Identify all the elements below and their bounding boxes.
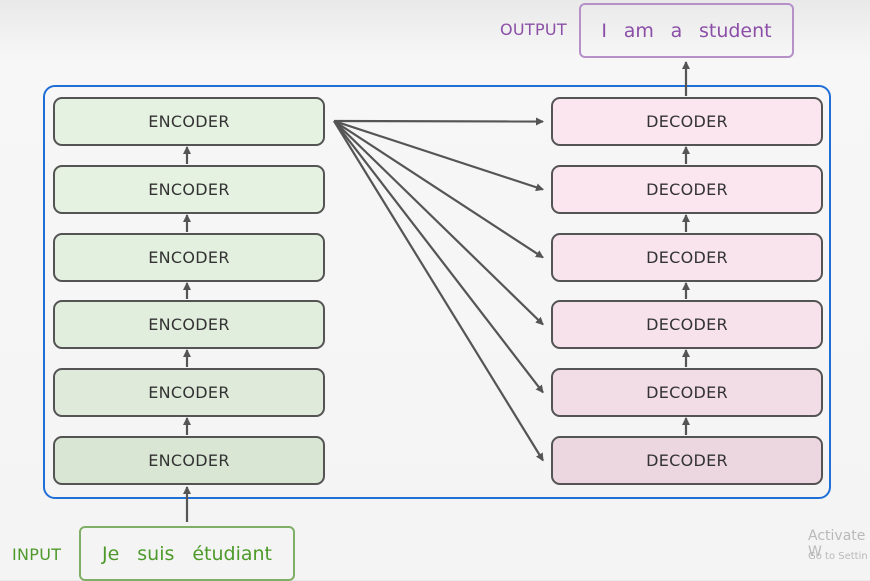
input-word: Je bbox=[101, 542, 120, 565]
encoder-block-3: ENCODER bbox=[53, 300, 325, 349]
decoder-block-6: DECODER bbox=[551, 97, 823, 146]
input-word: étudiant bbox=[192, 542, 272, 565]
activate-watermark: Activate W bbox=[808, 528, 866, 560]
encoder-block-5: ENCODER bbox=[53, 165, 325, 214]
output-word: a bbox=[670, 19, 683, 42]
output-word: I bbox=[601, 19, 607, 42]
decoder-block-2: DECODER bbox=[551, 368, 823, 417]
decoder-block-3: DECODER bbox=[551, 300, 823, 349]
encoder-block-1: ENCODER bbox=[53, 436, 325, 485]
encoder-block-2: ENCODER bbox=[53, 368, 325, 417]
encoder-to-decoder-arrow-4 bbox=[333, 120, 544, 326]
encoder-block-6: ENCODER bbox=[53, 97, 325, 146]
output-label: OUTPUT bbox=[500, 20, 568, 39]
encoder-decoder-stack-frame bbox=[43, 85, 831, 499]
encoder-block-4: ENCODER bbox=[53, 233, 325, 282]
decoder-block-4: DECODER bbox=[551, 233, 823, 282]
settings-watermark: Go to Settin bbox=[808, 551, 868, 562]
encoder-to-decoder-arrow-2 bbox=[333, 119, 544, 192]
input-label: INPUT bbox=[12, 545, 62, 564]
encoder-to-decoder-arrow-5 bbox=[333, 120, 544, 394]
decoder-block-5: DECODER bbox=[551, 165, 823, 214]
encoder-to-decoder-arrow-3 bbox=[333, 120, 544, 259]
input-sentence-box: Je suis étudiant bbox=[79, 526, 295, 581]
encoder-to-decoder-arrow-1 bbox=[333, 117, 544, 126]
output-word: am bbox=[623, 19, 654, 42]
encoder-to-decoder-arrow-6 bbox=[333, 120, 544, 462]
decoder-block-1: DECODER bbox=[551, 436, 823, 485]
output-sentence-box: I am a student bbox=[579, 3, 794, 58]
output-word: student bbox=[698, 19, 772, 42]
input-word: suis bbox=[137, 542, 175, 565]
